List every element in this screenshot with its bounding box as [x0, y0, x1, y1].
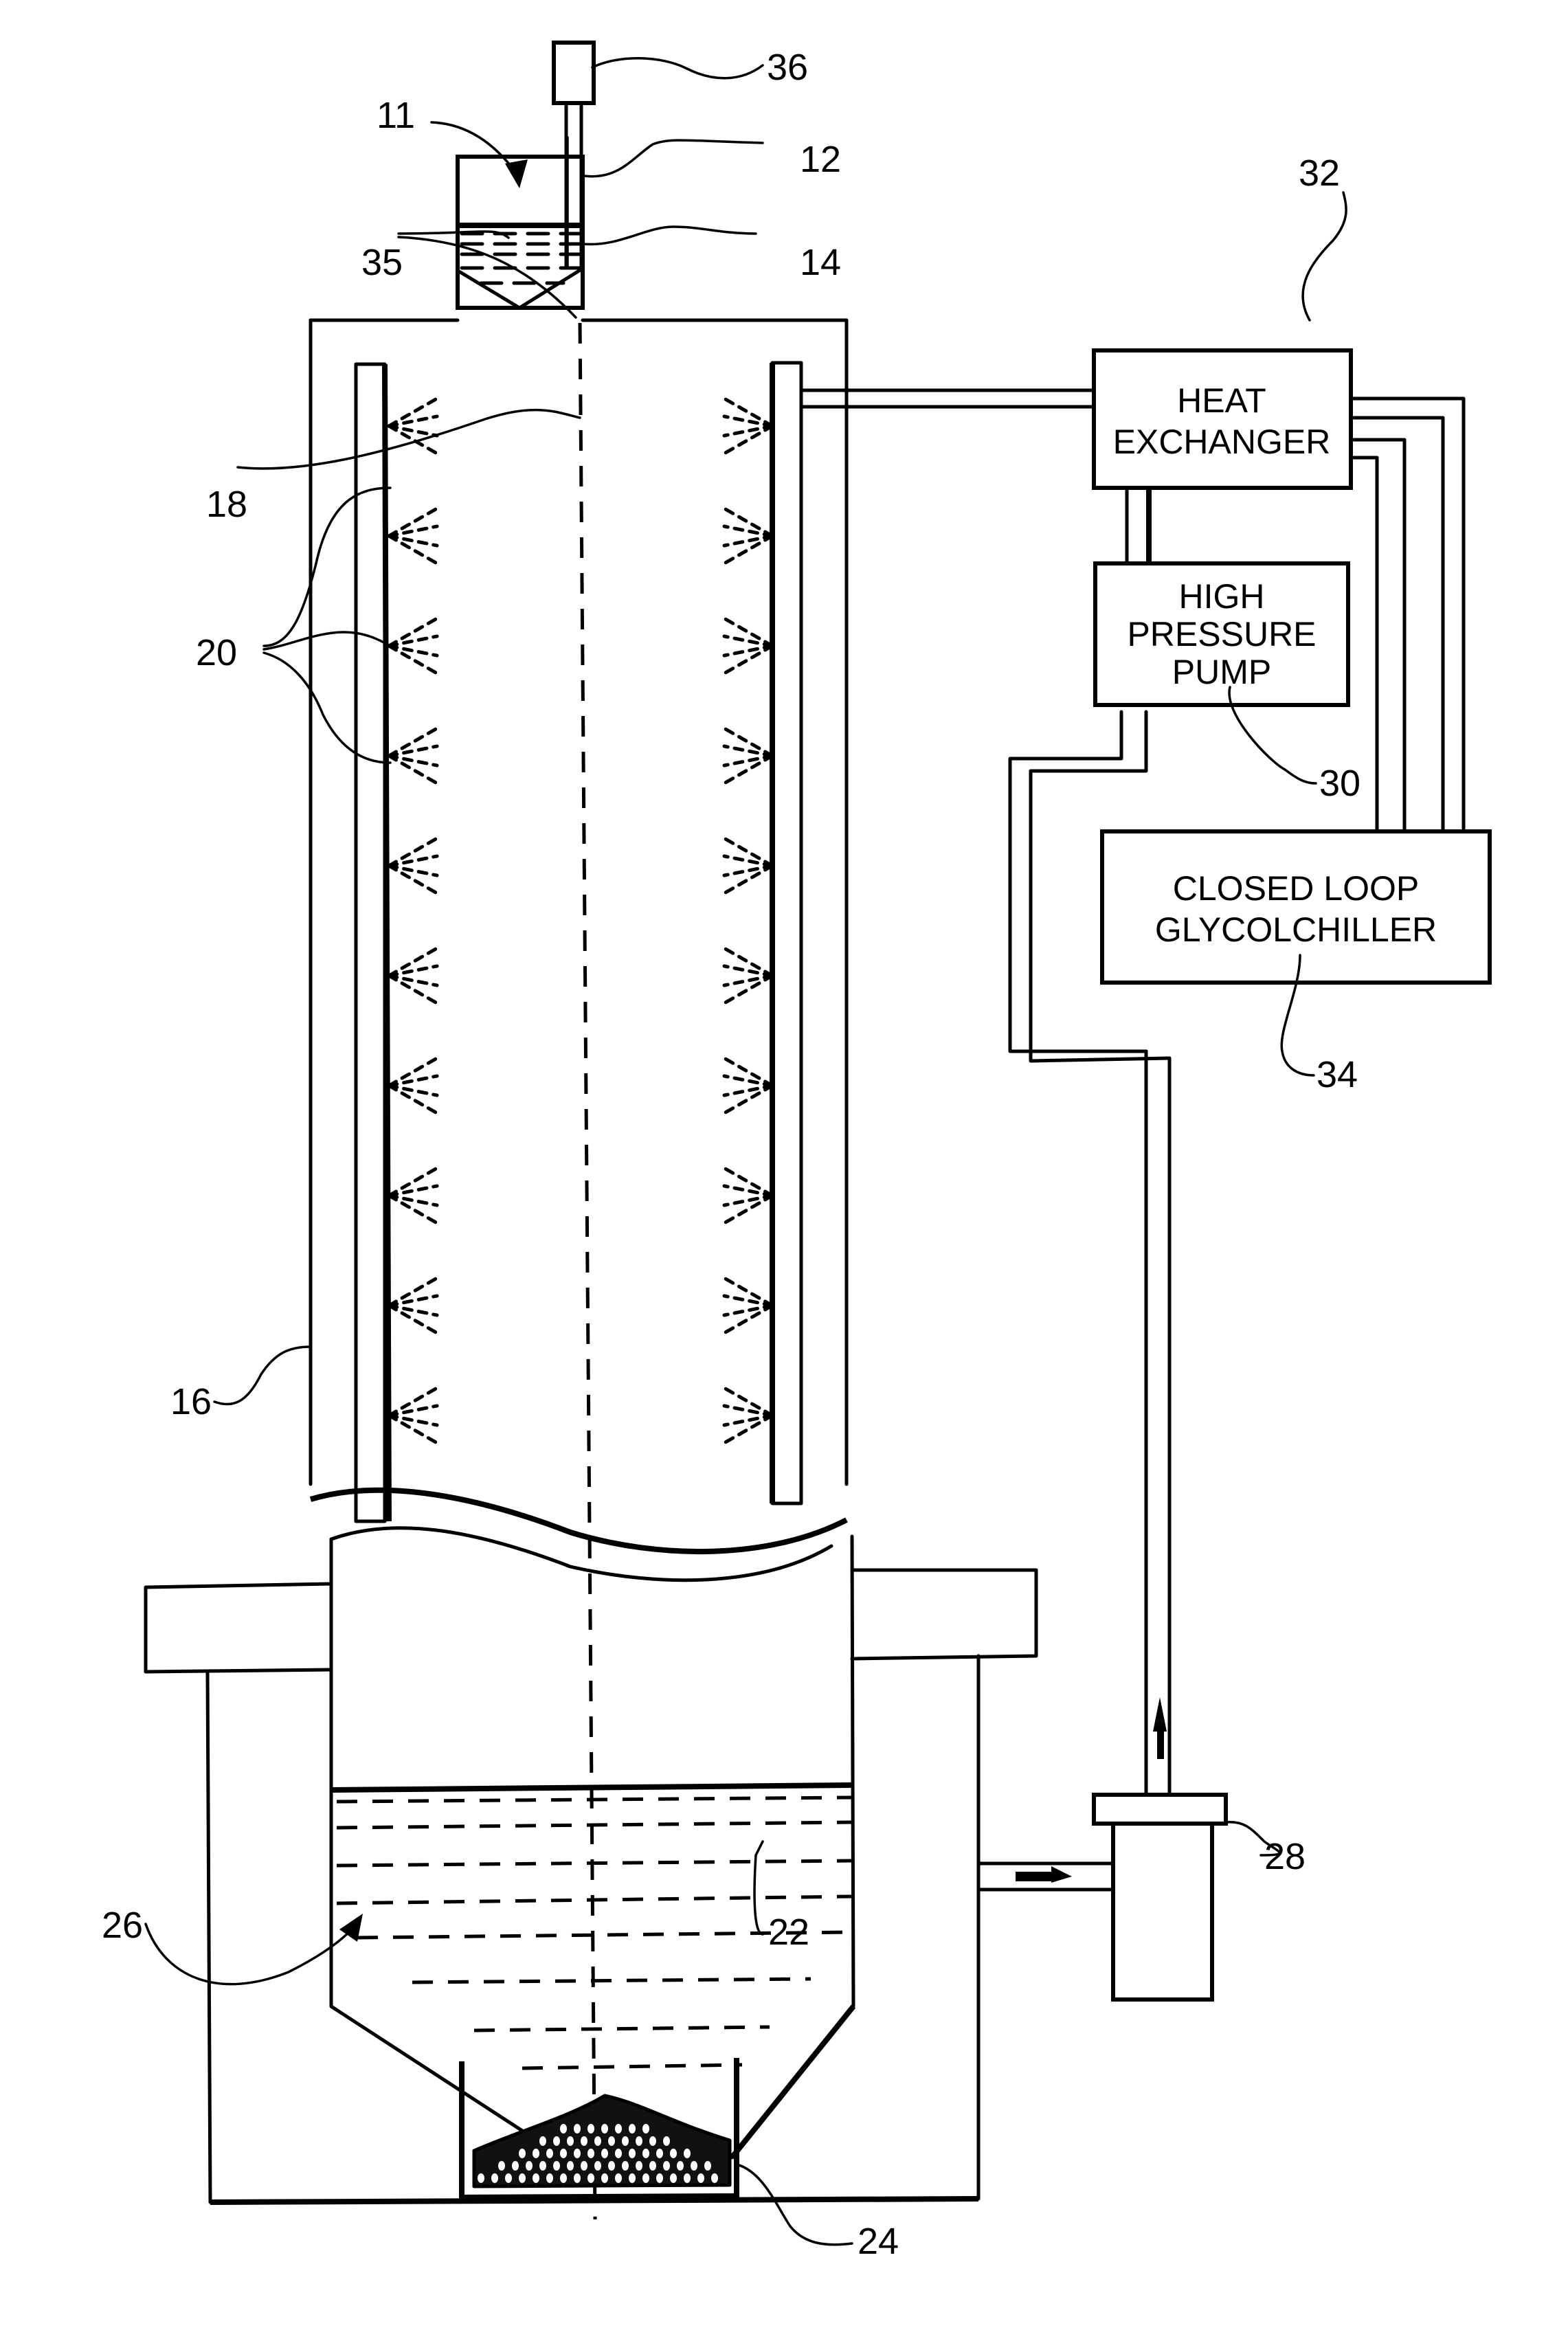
ref-28: 28	[1264, 1836, 1306, 1877]
ref-11: 11	[377, 95, 415, 136]
pellet	[615, 2124, 622, 2133]
ref-16: 16	[170, 1381, 212, 1422]
pellet	[574, 2149, 581, 2158]
collection-hopper-22	[331, 1536, 853, 2158]
pellet	[601, 2149, 608, 2158]
pellet	[622, 2161, 629, 2171]
pellet	[533, 2149, 539, 2158]
pellet	[636, 2161, 642, 2171]
pellet	[512, 2161, 519, 2171]
pellet	[553, 2161, 560, 2171]
ref-14: 14	[800, 242, 841, 283]
pellet	[656, 2173, 663, 2183]
ref-36: 36	[767, 47, 808, 88]
pellet	[491, 2173, 498, 2183]
actuator-36	[554, 43, 763, 227]
pellet-bin-24	[462, 2058, 737, 2197]
heat-exchanger-label-2: EXCHANGER	[1113, 423, 1331, 461]
ref-34: 34	[1317, 1054, 1358, 1095]
heat-exchanger-label-1: HEAT	[1177, 381, 1266, 420]
chiller-label-2: GLYCOLCHILLER	[1155, 910, 1437, 949]
pellet	[546, 2173, 553, 2183]
pellet	[704, 2161, 711, 2171]
chiller-label-1: CLOSED LOOP	[1173, 869, 1419, 908]
pellet	[581, 2136, 587, 2146]
pellet	[663, 2136, 670, 2146]
pellet	[684, 2149, 691, 2158]
pellet	[574, 2173, 581, 2183]
pellet	[581, 2161, 587, 2171]
pellet	[615, 2149, 622, 2158]
pellet	[649, 2161, 656, 2171]
pellet	[601, 2173, 608, 2183]
pellet	[574, 2124, 581, 2133]
ref-20: 20	[196, 632, 237, 673]
ref-30: 30	[1319, 763, 1360, 804]
pellet	[601, 2124, 608, 2133]
pellet	[533, 2173, 539, 2183]
pellet	[670, 2149, 677, 2158]
pellet	[615, 2173, 622, 2183]
pellet	[519, 2173, 526, 2183]
pellet	[642, 2124, 649, 2133]
return-pump-28	[978, 1051, 1226, 2000]
ref-22: 22	[768, 1912, 809, 1953]
pellet	[587, 2124, 594, 2133]
pellet	[594, 2136, 601, 2146]
pellet	[478, 2173, 484, 2183]
pellet	[629, 2124, 636, 2133]
pellet	[587, 2149, 594, 2158]
pellet	[553, 2136, 560, 2146]
pellet	[622, 2136, 629, 2146]
nozzle-manifold-right	[772, 363, 801, 1503]
ref-32: 32	[1299, 153, 1340, 194]
ref-18: 18	[206, 484, 247, 525]
pellet	[677, 2161, 684, 2171]
pellet	[608, 2161, 615, 2171]
reservoir-12	[399, 103, 583, 308]
ref-35: 35	[361, 242, 403, 283]
ref-24: 24	[858, 2221, 899, 2262]
pellet	[684, 2173, 691, 2183]
pellet	[691, 2161, 697, 2171]
pellet	[636, 2136, 642, 2146]
pellet	[539, 2136, 546, 2146]
pellet	[629, 2149, 636, 2158]
pellet	[519, 2149, 526, 2158]
pellet	[629, 2173, 636, 2183]
high-pressure-pump-30: HIGH PRESSURE PUMP 30	[1095, 563, 1360, 804]
pellet	[670, 2173, 677, 2183]
pellet	[663, 2161, 670, 2171]
pellet	[567, 2136, 574, 2146]
glycol-chiller-34: CLOSED LOOP GLYCOLCHILLER 34	[1102, 831, 1490, 1095]
pellet	[711, 2173, 718, 2183]
pellet	[697, 2173, 704, 2183]
pellet	[642, 2173, 649, 2183]
pellet	[608, 2136, 615, 2146]
nozzle-manifold-left	[356, 364, 389, 1521]
pump-label-3: PUMP	[1172, 653, 1271, 691]
pump-label-1: HIGH	[1179, 577, 1265, 616]
pellet	[642, 2149, 649, 2158]
pellet	[546, 2149, 553, 2158]
ref-26: 26	[102, 1905, 143, 1946]
pellet	[526, 2161, 533, 2171]
ref-12: 12	[800, 139, 841, 180]
pellet	[560, 2173, 567, 2183]
pellet	[587, 2173, 594, 2183]
pellet	[539, 2161, 546, 2171]
pellet	[594, 2161, 601, 2171]
pellet	[649, 2136, 656, 2146]
pellet	[498, 2161, 505, 2171]
heat-exchanger-32: HEAT EXCHANGER 32	[1094, 153, 1351, 488]
pellet	[560, 2149, 567, 2158]
pellet	[656, 2149, 663, 2158]
pellet	[567, 2161, 574, 2171]
pump-label-2: PRESSURE	[1127, 615, 1316, 653]
pellet	[560, 2124, 567, 2133]
pellet	[505, 2173, 512, 2183]
